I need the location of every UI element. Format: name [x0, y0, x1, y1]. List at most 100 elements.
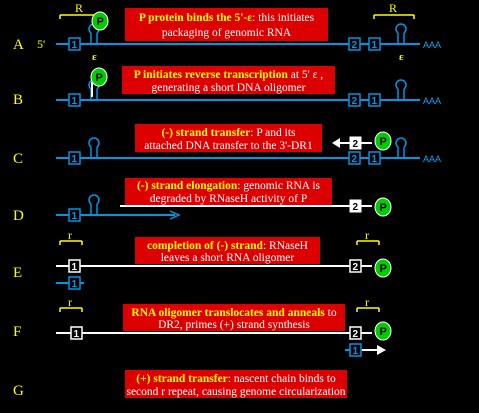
dr1-label: 1	[72, 211, 78, 222]
row-label-c: C	[13, 151, 23, 167]
caption-text: : this initiates	[252, 12, 314, 24]
arrow-left-icon	[332, 138, 340, 148]
caption-a: P protein binds the 5'-ε: this initiates…	[125, 8, 328, 41]
row-letters: A B C D E F G	[13, 37, 24, 399]
p-protein	[374, 321, 392, 341]
svg-text:(+) strand transfer: nascent c: (+) strand transfer: nascent chain binds…	[136, 373, 336, 385]
caption-text: : genomic RNA is	[237, 180, 320, 192]
svg-text:(-) strand transfer: P and its: (-) strand transfer: P and its	[161, 127, 296, 139]
caption-line-2: attached DNA transfer to the 3'-DR1	[144, 140, 313, 152]
caption-box	[135, 237, 320, 264]
repeat-bracket-right	[356, 307, 380, 312]
p-protein-label: P	[380, 326, 387, 338]
five-prime-label: 5'	[37, 37, 45, 51]
svg-text:(-) strand elongation: genomic: (-) strand elongation: genomic RNA is	[137, 180, 321, 192]
row-c-molecule: 1 2 1 2 P AAA	[56, 131, 441, 165]
p-protein	[374, 197, 392, 217]
row-label-b: B	[13, 92, 23, 108]
epsilon-stem-loop-3prime	[395, 79, 407, 100]
poly-a-tail: AAA	[423, 40, 441, 50]
caption-highlight: P protein binds the 5'-ε	[139, 12, 252, 24]
caption-box	[125, 370, 347, 398]
caption-highlight: (-) strand transfer	[161, 127, 250, 139]
caption-box	[125, 178, 332, 205]
repeat-bracket-right	[373, 14, 415, 19]
epsilon-stem-loop-3prime	[395, 137, 407, 158]
p-protein-label: P	[380, 202, 387, 214]
dr1-box	[68, 37, 81, 51]
repeat-label-left: r	[68, 228, 72, 242]
epsilon-stem-loop-3prime	[395, 23, 407, 44]
dr2-box-dna	[349, 326, 362, 340]
row-label-e: E	[13, 265, 22, 281]
dr1-box	[68, 151, 81, 165]
dr2-label: 2	[352, 96, 358, 107]
poly-a-tail: AAA	[423, 154, 441, 164]
dr2-label-dna: 2	[353, 262, 359, 273]
epsilon-label: ε	[92, 51, 97, 63]
svg-text:RNA oligomer translocates and: RNA oligomer translocates and anneals to	[131, 307, 336, 319]
epsilon-stem-loop	[88, 194, 100, 215]
dr1-box-dna	[68, 259, 81, 273]
p-protein	[91, 11, 109, 31]
caption-highlight: RNA oligomer translocates and anneals	[131, 307, 325, 319]
caption-box	[122, 66, 335, 94]
dr1-box	[68, 276, 81, 290]
caption-text: to	[325, 307, 337, 319]
row-f-molecule: r r 1 2 P 1	[56, 295, 392, 357]
caption-c: (-) strand transfer: P and its attached …	[135, 124, 322, 152]
dr1-label-dna: 1	[72, 262, 78, 273]
svg-text:completion of (-) strand: RNas: completion of (-) strand: RNaseH	[147, 240, 308, 252]
row-a-molecule: 5' R R 1 2 1 ε ε P AAA	[37, 1, 441, 63]
p-protein-label: P	[96, 72, 103, 84]
row-d-molecule: 1 2 P	[56, 194, 392, 222]
svg-text:P initiates reverse transcript: P initiates reverse transcription at 5' …	[134, 69, 324, 81]
dr1-label: 1	[72, 40, 78, 51]
caption-highlight: completion of (-) strand	[147, 240, 264, 252]
repeat-label-right: r	[365, 295, 369, 309]
caption-line-2: degraded by RNaseH activity of P	[150, 193, 307, 205]
caption-highlight: P initiates reverse transcription	[134, 69, 289, 81]
p-protein	[374, 258, 392, 278]
epsilon-stem-loop	[88, 137, 100, 158]
caption-d: (-) strand elongation: genomic RNA is de…	[125, 178, 332, 205]
dr1-box-3prime	[368, 93, 381, 107]
p-protein	[374, 131, 392, 151]
dr1-box-3prime	[368, 37, 381, 51]
caption-box	[135, 124, 322, 152]
caption-box	[125, 8, 328, 41]
dr1-label-3prime: 1	[372, 154, 378, 165]
caption-text: : nascent chain binds to	[228, 373, 336, 385]
dr2-box	[348, 37, 361, 51]
repeat-bracket-right	[356, 240, 380, 245]
dr1-box-3prime	[368, 151, 381, 165]
svg-text:P protein binds the 5'-ε: this: P protein binds the 5'-ε: this initiates	[139, 12, 315, 24]
caption-text: : RNaseH	[263, 240, 308, 252]
arrow-right-icon	[169, 210, 181, 220]
dr1-box	[68, 93, 81, 107]
p-protein-label: P	[380, 136, 387, 148]
row-label-d: D	[13, 208, 24, 224]
caption-b: P initiates reverse transcription at 5' …	[122, 66, 335, 94]
repeat-label-left: r	[68, 295, 72, 309]
dr1-box	[68, 208, 81, 222]
caption-f: RNA oligomer translocates and anneals to…	[123, 304, 345, 331]
repeat-label-left: R	[75, 1, 83, 15]
repeat-bracket-left	[59, 307, 83, 312]
row-label-f: F	[13, 324, 21, 340]
p-protein-label: P	[97, 16, 104, 28]
caption-e: completion of (-) strand: RNaseH leaves …	[135, 237, 320, 264]
repeat-bracket-left	[59, 240, 83, 245]
dr2-box	[348, 93, 361, 107]
dr2-box-dna	[349, 136, 362, 150]
row-label-a: A	[13, 37, 24, 53]
p-protein	[90, 67, 108, 87]
dr1-label: 1	[72, 279, 78, 290]
dr2-box-dna	[349, 259, 362, 273]
caption-line-2: DR2, primes (+) strand synthesis	[158, 319, 310, 331]
dr1-label: 1	[353, 346, 359, 357]
dr1-box-dna	[70, 326, 83, 340]
dr2-label: 2	[352, 154, 358, 165]
repeat-label-right: R	[389, 1, 397, 15]
